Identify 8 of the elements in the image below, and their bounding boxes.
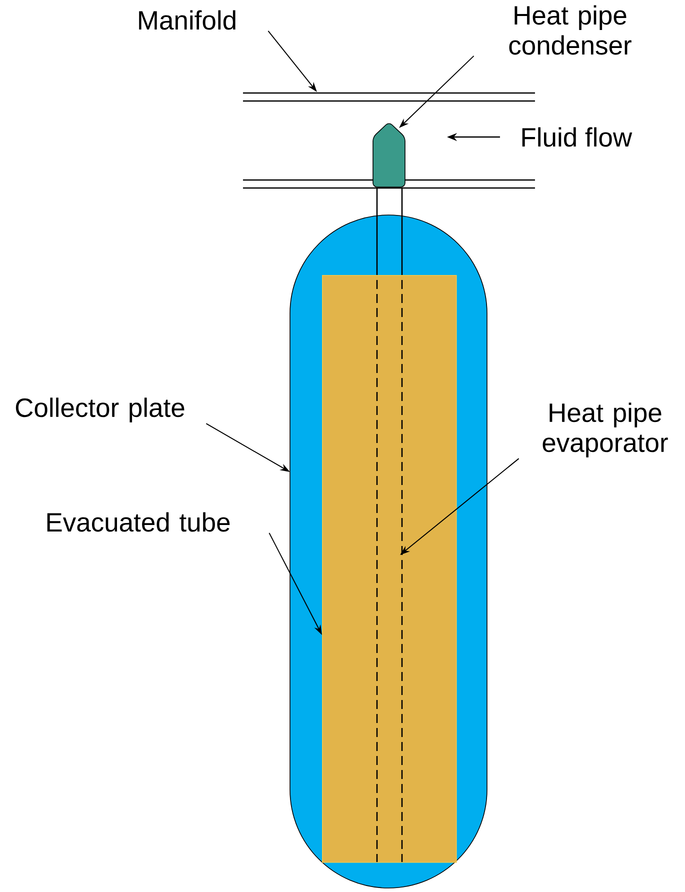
callout-label: Evacuated tube xyxy=(47,512,230,532)
callout-label: Heat pipe evaporator xyxy=(542,402,668,458)
callout-label: Heat pipe condenser xyxy=(509,5,632,55)
flow-label: Fluid flow xyxy=(522,127,632,147)
callout-label: Collector plate xyxy=(16,398,184,422)
callout-label: Manifold xyxy=(139,10,236,30)
absorber-plate xyxy=(322,275,457,863)
condenser-bulb xyxy=(372,123,406,188)
